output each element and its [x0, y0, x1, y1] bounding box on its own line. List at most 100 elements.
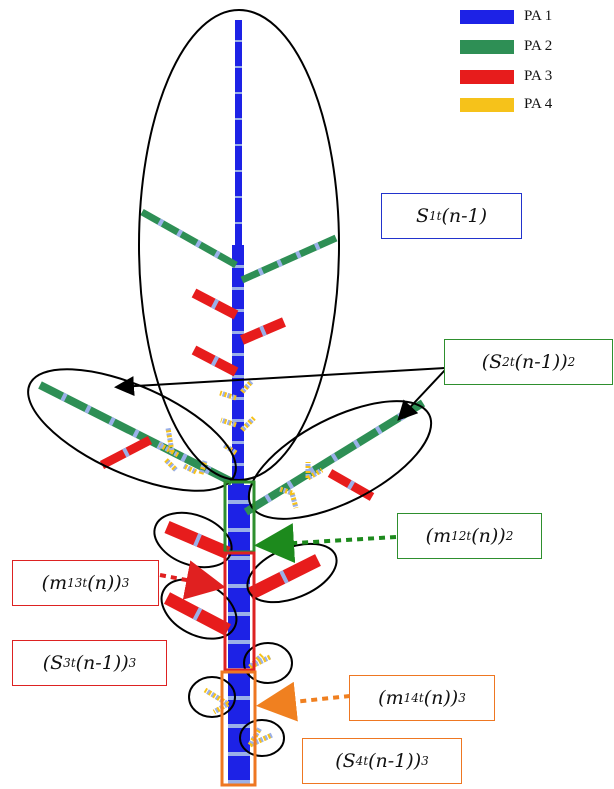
stem-joint [228, 584, 250, 588]
branch-pa2-right-joint [330, 453, 339, 462]
legend-label-pa3: PA 3 [524, 68, 553, 84]
s3-sub: 3 [63, 656, 71, 670]
branch-pa3-m13-lower-left-joint [192, 607, 203, 621]
stem-joint [235, 40, 242, 42]
branch-pa2-upper-left-joint [194, 239, 202, 248]
branch-pa4-m14-right-upper-b-stripe [248, 653, 264, 669]
branch-pa2-upper-right-joint [276, 259, 283, 268]
branch-pa2-left-joint [132, 429, 140, 438]
branch-pa3-m13-right-joint [279, 570, 289, 584]
stem-joint [228, 528, 250, 532]
branch-pa2-left-joint [60, 392, 68, 402]
m13-outer-sup: 3 [121, 576, 130, 590]
branch-pa4-left-4 [182, 463, 198, 475]
branch-pa3-m13-upper-left [164, 521, 231, 559]
branch-pa4-m14-right-lower-a [248, 732, 274, 748]
branch-pa3-upper-left-joint [210, 298, 220, 310]
branch-pa4-upper-4 [240, 416, 256, 432]
stem-joint [235, 144, 242, 146]
legend-item-pa1: PA 1 [460, 8, 552, 25]
stem-joint [235, 66, 242, 68]
box-m13 [223, 551, 256, 672]
branch-pa4-left-3-stripe [164, 458, 178, 472]
legend-swatch-pa3 [460, 69, 514, 84]
s1-rest: (n-1) [441, 205, 488, 227]
branch-pa4-left-5 [198, 460, 208, 475]
s2-pre: (S [481, 351, 503, 373]
branch-pa4-left-2 [165, 427, 175, 453]
branch-pa4-upper-1-stripe [219, 390, 237, 401]
legend-swatch-pa1 [460, 9, 514, 24]
branch-pa4-right-2-stripe [306, 467, 324, 481]
branch-pa2-upper-left [140, 208, 238, 269]
stem-joint [232, 287, 244, 290]
ellipse-m14-left [188, 676, 236, 718]
branch-pa3-m13-right [247, 554, 321, 600]
s2-outer-sup: 2 [567, 355, 576, 369]
stem-joint [232, 441, 244, 444]
branch-pa4-right-2 [306, 467, 324, 481]
legend-item-pa2: PA 2 [460, 38, 552, 55]
stem-joint [232, 419, 244, 422]
stem-joint [228, 612, 250, 616]
branch-pa3-m13-upper-left-joint [193, 533, 202, 547]
stem-mid-segment [232, 245, 244, 485]
legend-label-pa2: PA 2 [524, 38, 553, 54]
branch-pa2-right-joint [352, 439, 361, 449]
legend-item-pa4: PA 4 [460, 96, 552, 113]
arrow-s2-left [114, 367, 446, 397]
branches [38, 208, 426, 748]
arrow-s2-right [397, 369, 446, 421]
branch-pa2-upper-left-joint [213, 250, 221, 259]
stem-joint [228, 724, 250, 728]
stem-joint [235, 196, 242, 198]
branch-pa2-upper-right-joint [313, 242, 321, 251]
branch-pa2-left-joint [108, 416, 116, 426]
branch-pa4-upper-4-stripe [240, 416, 256, 432]
branch-pa4-left-5-stripe [198, 460, 208, 475]
branch-pa3-m13-lower-left [163, 592, 232, 636]
branch-pa2-left-joint [84, 404, 92, 414]
branch-pa3-left-leaf-joint [122, 447, 130, 458]
stem-joint [235, 92, 242, 94]
branch-pa2-upper-right-joint [295, 250, 302, 259]
s4-sup: t [363, 754, 369, 768]
m12-sub: 12 [451, 529, 467, 543]
s4-pre: (S [335, 750, 356, 772]
branch-pa3-right-leaf [327, 469, 375, 501]
arrow-m13 [159, 560, 226, 600]
branch-pa3-right-leaf-joint [347, 480, 355, 490]
m13-rest: (n)) [87, 572, 122, 594]
branch-pa4-upper-3-stripe [220, 417, 237, 428]
branch-pa3-upper-right-joint [259, 325, 267, 337]
ellipse-s2-right [247, 400, 433, 520]
branch-pa4-left-1-stripe [158, 442, 180, 458]
m12-outer-sup: 2 [505, 529, 514, 543]
box-m14 [220, 670, 257, 787]
branch-pa2-right-joint [286, 480, 295, 490]
m12-sup: t [466, 529, 472, 543]
stem-joint [235, 118, 242, 120]
branch-pa4-right-4-stripe [289, 492, 299, 509]
s1-sub: 1 [428, 209, 437, 223]
branch-pa4-m14-right-upper-a-line [248, 654, 272, 670]
stem-joint [232, 265, 244, 268]
s2-sub: 2 [502, 355, 510, 369]
stem-joint [235, 222, 242, 224]
m14-rest: (n)) [423, 687, 459, 709]
branch-pa4-upper-2-stripe [240, 379, 254, 394]
branch-pa2-upper-left-joint [176, 229, 184, 238]
s2-rest: (n-1)) [514, 351, 568, 373]
legend-swatch-pa2 [460, 39, 514, 54]
branch-pa2-upper-left-line [140, 208, 238, 269]
s3-outer-sup: 3 [128, 656, 137, 670]
branch-pa4-m14-right-lower-b-stripe [247, 726, 263, 747]
m14-sub: 14 [403, 691, 419, 705]
